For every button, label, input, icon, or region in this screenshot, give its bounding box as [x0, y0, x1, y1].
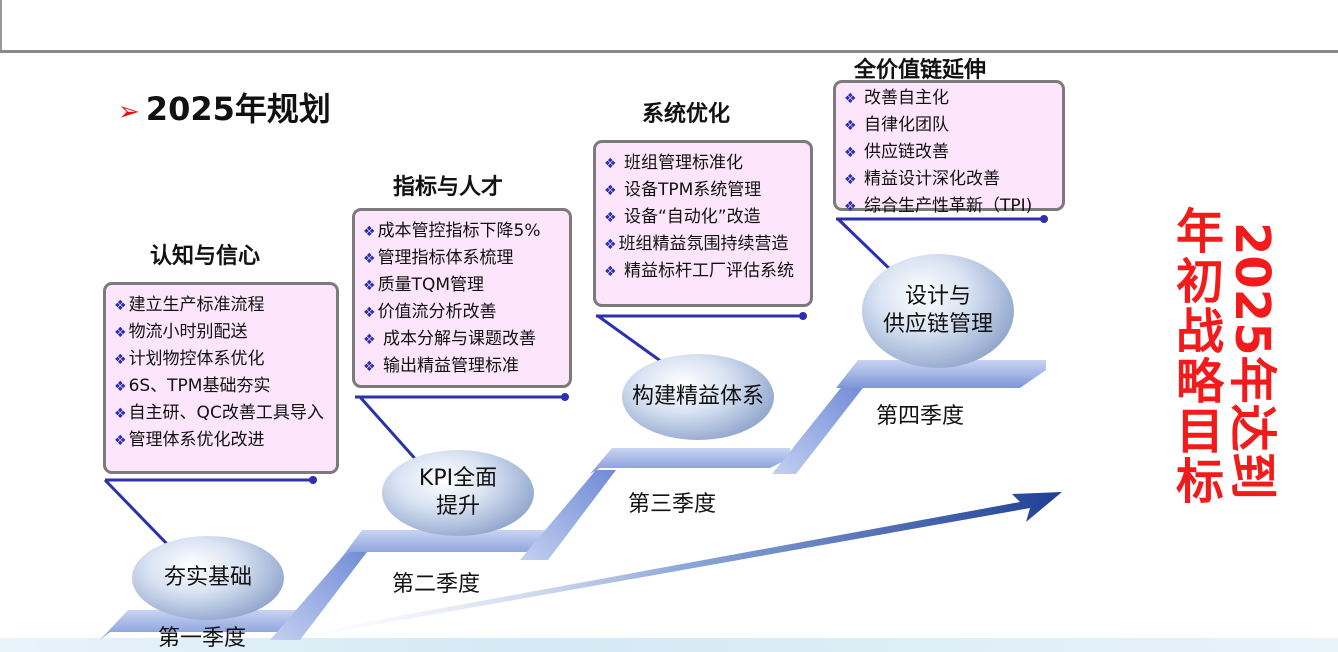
stage-1-heading: 认知与信心	[150, 244, 261, 269]
stage-4-node: 设计与供应链管理	[862, 254, 1014, 368]
list-item: ❖ 自律化团队	[844, 115, 949, 135]
stage-2-heading: 指标与人才	[393, 175, 504, 200]
list-item: ❖ 设备TPM系统管理	[604, 180, 762, 200]
diamond-bullet-icon: ❖	[114, 298, 127, 314]
list-item: ❖物流小时别配送	[114, 322, 248, 342]
diamond-bullet-icon: ❖	[844, 199, 857, 215]
list-item: ❖管理指标体系梳理	[363, 248, 514, 268]
diamond-bullet-icon: ❖	[844, 118, 857, 134]
diamond-bullet-icon: ❖	[363, 359, 376, 375]
stage-4-box: ❖ 改善自主化 ❖ 自律化团队 ❖ 供应链改善 ❖ 精益设计深化改善 ❖ 综合生…	[833, 80, 1065, 216]
stage-2-box: ❖成本管控指标下降5% ❖管理指标体系梳理 ❖质量TQM管理 ❖价值流分析改善 …	[352, 208, 572, 388]
list-item: ❖计划物控体系优化	[114, 349, 265, 369]
diamond-bullet-icon: ❖	[114, 433, 127, 449]
list-item: ❖ 输出精益管理标准	[363, 356, 519, 376]
growth-arrow	[290, 492, 1062, 640]
header-divider	[0, 50, 1338, 53]
diamond-bullet-icon: ❖	[363, 224, 376, 240]
list-item: ❖自主研、QC改善工具导入	[114, 403, 324, 423]
bullet-arrow-icon: ➢	[118, 97, 140, 127]
list-item: ❖管理体系优化改进	[114, 430, 265, 450]
riser-3	[772, 384, 866, 474]
diamond-bullet-icon: ❖	[604, 264, 617, 280]
list-item: ❖ 班组管理标准化	[604, 153, 743, 173]
diamond-bullet-icon: ❖	[114, 406, 127, 422]
list-item: ❖成本管控指标下降5%	[363, 221, 541, 241]
diamond-bullet-icon: ❖	[363, 251, 376, 267]
goal-column-1: 2025年达到	[1224, 222, 1282, 512]
list-item: ❖建立生产标准流程	[114, 295, 265, 315]
list-item: ❖ 综合生产性革新（TPI)	[844, 196, 1033, 216]
list-item: ❖班组精益氛围持续营造	[604, 234, 789, 254]
list-item: ❖价值流分析改善	[363, 302, 497, 322]
connectors	[103, 217, 1044, 547]
list-item: ❖质量TQM管理	[363, 275, 484, 295]
bottom-band	[0, 638, 1338, 652]
step-2	[340, 530, 548, 560]
stage-2-quarter: 第二季度	[392, 572, 481, 597]
list-item: ❖ 精益标杆工厂评估系统	[604, 261, 794, 281]
diamond-bullet-icon: ❖	[363, 305, 376, 321]
diamond-bullet-icon: ❖	[604, 210, 617, 226]
stage-4-quarter: 第四季度	[876, 404, 965, 429]
goal-text-2: 年初战略目标	[1167, 206, 1223, 506]
list-item: ❖ 成本分解与课题改善	[363, 329, 536, 349]
stage-3-heading: 系统优化	[642, 102, 731, 127]
stage-1-node: 夯实基础	[132, 536, 284, 620]
stage-1-quarter: 第一季度	[158, 626, 247, 651]
diamond-bullet-icon: ❖	[114, 379, 127, 395]
diamond-bullet-icon: ❖	[363, 332, 376, 348]
list-item: ❖ 供应链改善	[844, 142, 949, 162]
diamond-bullet-icon: ❖	[844, 145, 857, 161]
diamond-bullet-icon: ❖	[604, 237, 617, 253]
step-4	[836, 360, 1046, 388]
riser-2	[520, 470, 616, 560]
page-title: ➢2025年规划	[118, 84, 331, 130]
diamond-bullet-icon: ❖	[604, 156, 617, 172]
stage-1-box: ❖建立生产标准流程 ❖物流小时别配送 ❖计划物控体系优化 ❖6S、TPM基础夯实…	[103, 282, 339, 474]
diamond-bullet-icon: ❖	[844, 91, 857, 107]
diamond-bullet-icon: ❖	[604, 183, 617, 199]
step-1	[100, 610, 300, 640]
diamond-bullet-icon: ❖	[363, 278, 376, 294]
step-3	[590, 448, 790, 474]
goal-column-2: 年初战略目标	[1167, 206, 1223, 506]
stage-4-heading: 全价值链延伸	[854, 58, 987, 83]
list-item: ❖ 设备“自动化”改造	[604, 207, 761, 227]
stage-3-quarter: 第三季度	[628, 492, 717, 517]
left-edge-line	[0, 0, 2, 50]
diamond-bullet-icon: ❖	[114, 352, 127, 368]
diamond-bullet-icon: ❖	[844, 172, 857, 188]
page-title-text: 2025年规划	[145, 90, 331, 128]
stage-3-box: ❖ 班组管理标准化 ❖ 设备TPM系统管理 ❖ 设备“自动化”改造 ❖班组精益氛…	[593, 140, 813, 307]
list-item: ❖6S、TPM基础夯实	[114, 376, 271, 396]
list-item: ❖ 精益设计深化改善	[844, 169, 1000, 189]
riser-1	[270, 548, 370, 640]
diamond-bullet-icon: ❖	[114, 325, 127, 341]
goal-text-1: 2025年达到	[1224, 222, 1280, 500]
list-item: ❖ 改善自主化	[844, 88, 949, 108]
stage-2-node: KPI全面提升	[382, 450, 534, 536]
stage-3-node: 构建精益体系	[622, 354, 774, 440]
